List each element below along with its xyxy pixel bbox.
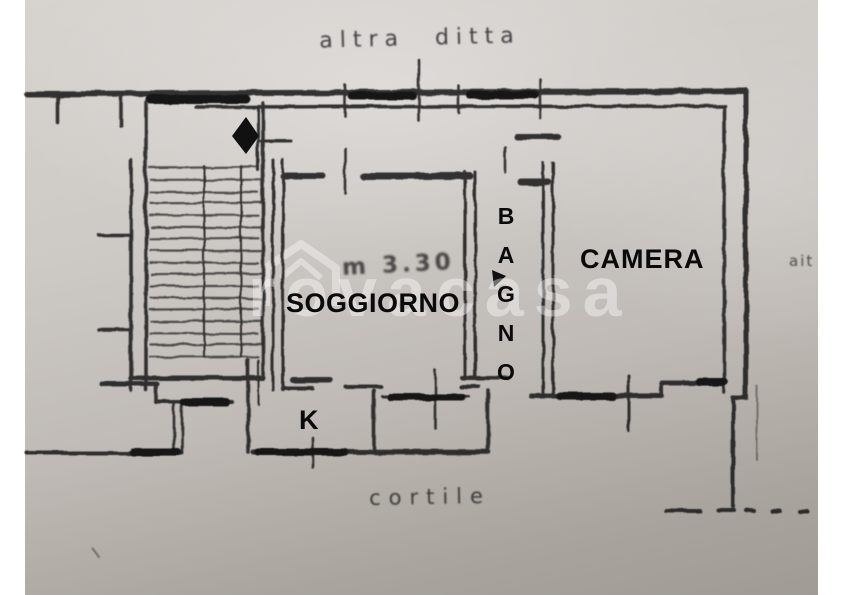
- room-label-kitchen: K: [299, 405, 319, 435]
- annotation-right-edge: ait: [789, 252, 815, 270]
- watermark-text: rovacasa: [248, 253, 632, 331]
- room-label-bedroom: CAMERA: [580, 244, 705, 274]
- entrance-door-marker: [232, 117, 259, 154]
- stair-treads: [148, 165, 264, 358]
- room-label-bathroom: BAGNO: [493, 203, 519, 398]
- room-label-living: SOGGIORNO: [286, 288, 461, 318]
- house-icon: [262, 240, 340, 306]
- annotation-courtyard: cortile: [368, 483, 492, 511]
- wall-window-marks: [129, 91, 728, 456]
- door-swing-arrow-icon: [492, 270, 506, 287]
